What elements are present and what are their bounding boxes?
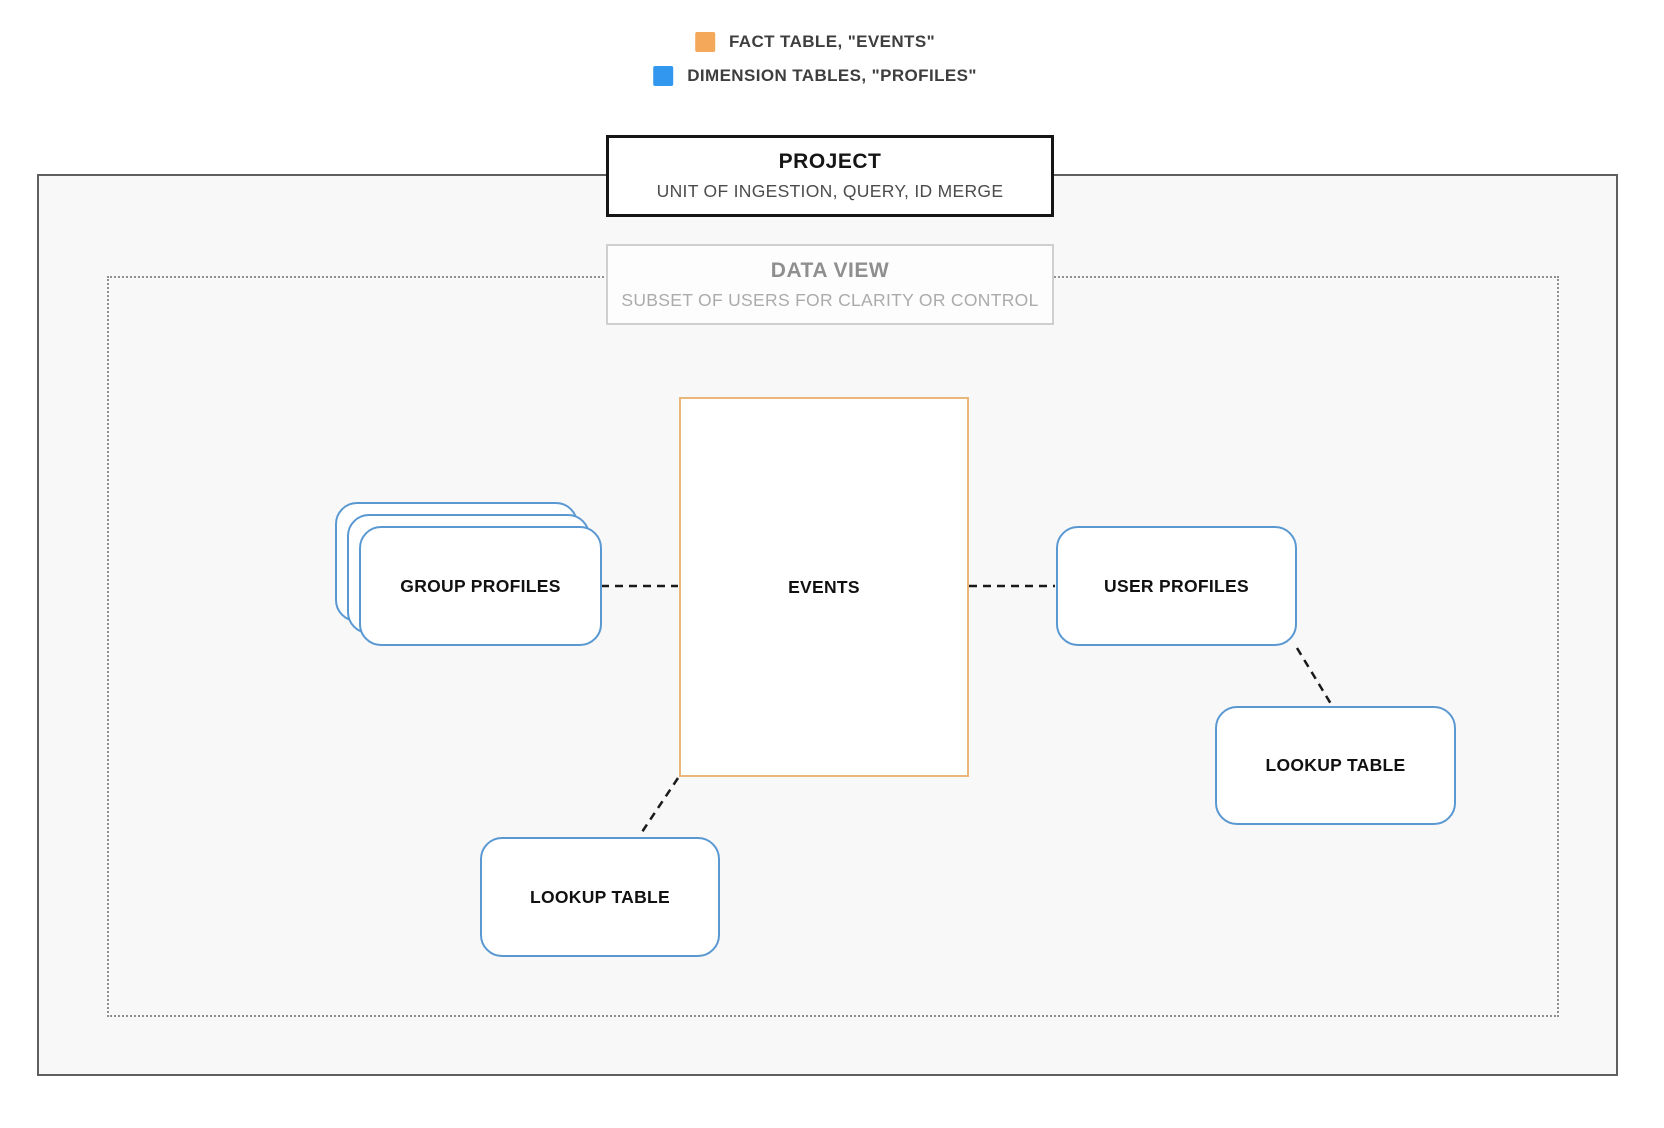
lookup-table-bottom-node: LOOKUP TABLE (480, 837, 720, 957)
events-node: EVENTS (679, 397, 969, 777)
fact-table-legend-label: FACT TABLE, "EVENTS" (728, 32, 936, 51)
events-node-label: EVENTS (788, 576, 860, 597)
dimension-tables-color-swatch (653, 66, 674, 86)
legend: FACT TABLE, "EVENTS" DIMENSION TABLES, "… (653, 32, 977, 86)
project-title: PROJECT (778, 150, 882, 173)
data-view-subtitle: SUBSET OF USERS FOR CLARITY OR CONTROL (621, 289, 1039, 310)
group-profiles-node: GROUP PROFILES (359, 526, 602, 646)
dimension-tables-legend-label: DIMENSION TABLES, "PROFILES" (687, 66, 977, 85)
lookup-table-right-node: LOOKUP TABLE (1215, 706, 1456, 825)
project-subtitle: UNIT OF INGESTION, QUERY, ID MERGE (656, 181, 1004, 201)
project-header: PROJECT UNIT OF INGESTION, QUERY, ID MER… (606, 135, 1054, 217)
fact-table-color-swatch (694, 32, 715, 52)
legend-item-dimension-tables: DIMENSION TABLES, "PROFILES" (653, 66, 977, 86)
lookup-table-bottom-node-label: LOOKUP TABLE (529, 886, 671, 907)
data-view-title: DATA VIEW (770, 258, 890, 282)
data-view-header: DATA VIEW SUBSET OF USERS FOR CLARITY OR… (606, 244, 1054, 325)
group-profiles-node-label: GROUP PROFILES (400, 575, 561, 596)
user-profiles-node: USER PROFILES (1056, 526, 1297, 646)
user-profiles-node-label: USER PROFILES (1104, 575, 1249, 596)
lookup-table-right-node-label: LOOKUP TABLE (1265, 755, 1406, 775)
legend-item-fact-table: FACT TABLE, "EVENTS" (694, 32, 936, 52)
